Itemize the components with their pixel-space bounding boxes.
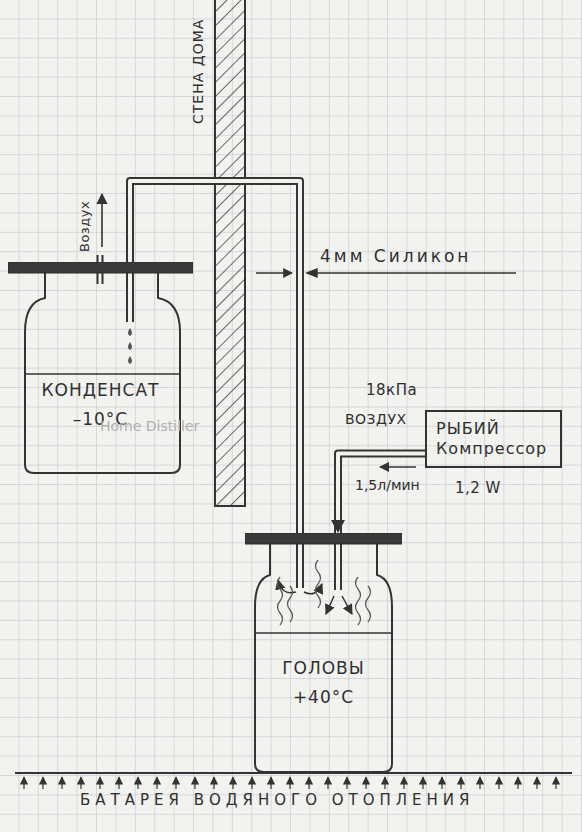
jar-label: +40°C (293, 687, 354, 708)
heat-arrows (24, 777, 556, 789)
radiator-label: БАТАРЕЯ ВОДЯНОГО ОТОПЛЕНИЯ (80, 792, 474, 809)
tube-connector (130, 181, 300, 533)
house-wall (215, 0, 245, 506)
box-label: РЫБИЙ Компрессор (436, 419, 551, 459)
pressure-label: 18кПа (366, 382, 417, 399)
vapor-lines (278, 560, 371, 625)
inner-tube (130, 268, 131, 324)
condensate-jar: КОНДЕНСАТ–10°C (8, 262, 193, 474)
leader-arrows (256, 269, 516, 277)
jar-label: КОНДЕНСАТ (42, 380, 160, 401)
jar-outline (8, 262, 193, 474)
air-label: ВОЗДУХ (345, 411, 407, 427)
tube-label: 4мм Силикон (320, 247, 472, 267)
power-label: 1,2 W (455, 480, 501, 497)
compressor-box: РЫБИЙ Компрессор (425, 410, 562, 468)
jar-text-area: КОНДЕНСАТ–10°C (8, 262, 193, 431)
air-label: Воздух (78, 201, 93, 252)
flow-arrow (380, 466, 416, 468)
air-arrow (101, 194, 103, 247)
watermark: Home Distiller (100, 418, 199, 434)
jar-outline (245, 533, 402, 773)
heads-jar: ГОЛОВЫ +40°C (245, 533, 402, 773)
wall-label: СТЕНА ДОМА (190, 19, 206, 124)
jar-label: ГОЛОВЫ (282, 658, 365, 679)
inner-tube (300, 540, 338, 592)
flow-label: 1,5л/мин (355, 477, 420, 493)
jar-text-area: ГОЛОВЫ +40°C (245, 533, 402, 709)
condensate-drops (128, 328, 132, 364)
tube-connector (331, 454, 425, 534)
